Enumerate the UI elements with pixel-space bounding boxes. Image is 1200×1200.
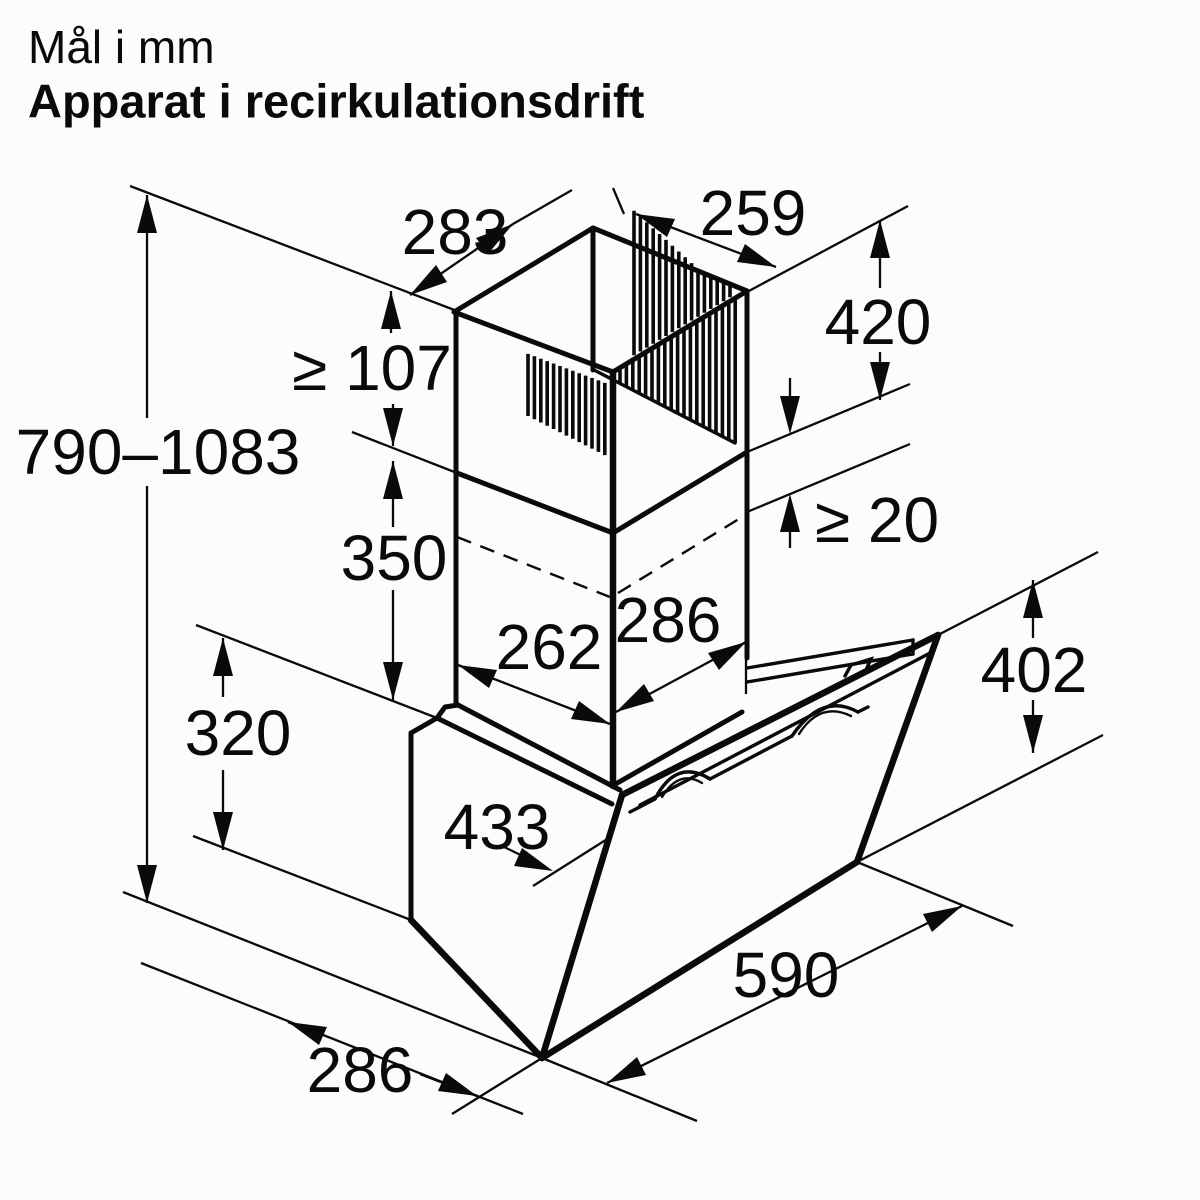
dim-label-bottom-projection: 286 [307,1034,414,1106]
dim-arrowhead [383,408,403,446]
dim-arrowhead [410,265,447,295]
dim-label-total-height: 790–1083 [16,416,301,488]
dim-arrowhead [383,662,403,700]
dim-label-body-height: 320 [185,697,292,769]
dim-label-front-drop: 402 [981,634,1088,706]
dim-label-hood-width: 590 [733,939,840,1011]
dim-label-upper-duct-height: 420 [825,286,932,358]
dim-arrowhead [213,812,233,850]
vent-slots [526,210,737,456]
dim-arrowhead [137,195,157,233]
dim-label-min-clearance: ≥ 107 [292,332,452,404]
extension-lines [122,184,1104,1123]
dim-label-lower-duct-height: 350 [341,522,448,594]
title-units: Mål i mm [28,21,215,73]
dim-arrowhead [458,665,497,688]
hood-details [628,638,934,814]
dim-arrowheads [137,195,1043,1096]
dim-label-chimney-bottom-depth: 286 [615,584,722,656]
dim-arrowhead [213,638,233,676]
dim-arrowhead [737,244,776,267]
dim-arrowhead [1023,580,1043,618]
dim-arrowhead [438,1073,477,1096]
title-mode: Apparat i recirkulationsdrift [28,75,645,128]
dim-arrowhead [923,906,962,932]
dim-arrowhead [870,220,890,258]
overlap-dashed-lines [456,512,748,599]
dim-arrowhead [137,865,157,903]
dim-arrowhead [476,224,513,254]
dim-arrowhead [514,848,553,871]
dim-arrowhead [607,1057,646,1083]
dim-arrowhead [616,684,654,712]
dim-label-chimney-top-depth: 259 [700,177,807,249]
dim-arrowhead [870,362,890,400]
dim-arrowhead [571,701,610,724]
chimney-outline [451,225,750,790]
dim-arrowhead [383,461,403,499]
dim-arrowhead [636,214,675,237]
dim-arrowhead [780,396,800,434]
dim-label-min-overlap: ≥ 20 [815,484,939,556]
dim-label-chimney-top-width: 283 [402,196,509,268]
hood-outline [407,631,942,1062]
dim-arrowhead [780,494,800,532]
dim-arrowhead [288,1022,327,1045]
dim-arrowhead [1023,715,1043,753]
dim-label-glass-diagonal: 433 [444,791,551,863]
dim-arrowhead [708,642,746,670]
dim-arrowhead [381,291,401,329]
dimension-labels: Mål i mm Apparat i recirkulationsdrift 2… [16,21,1088,1106]
dim-label-chimney-bottom-width: 262 [496,611,603,683]
